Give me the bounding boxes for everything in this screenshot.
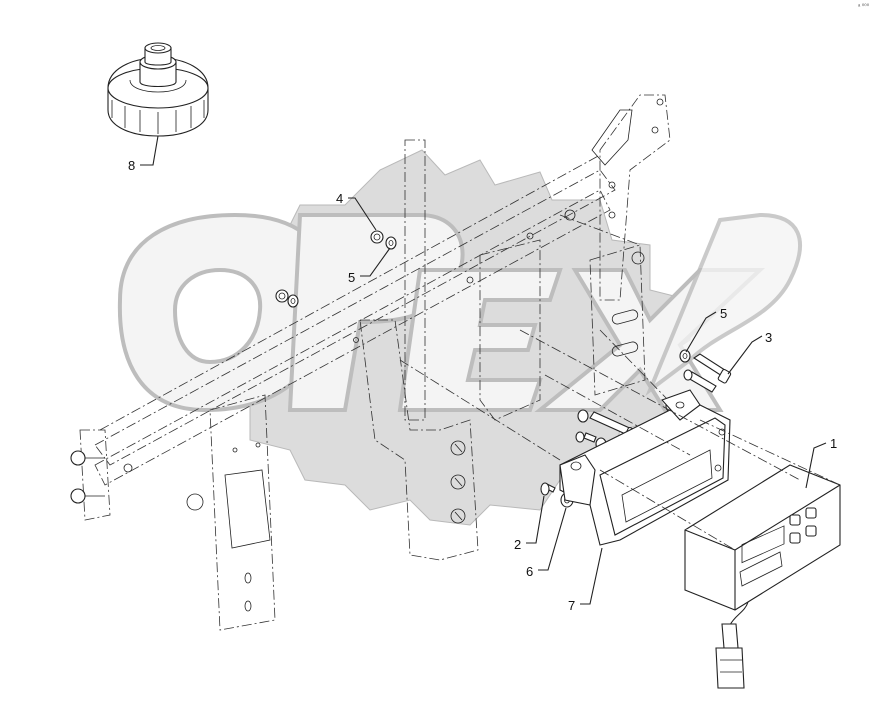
- callout-5-right: 5: [720, 306, 727, 321]
- frame-assembly: [70, 94, 671, 631]
- corner-code: ᵃ ⁰⁰⁰: [858, 3, 870, 10]
- callout-3: 3: [765, 330, 772, 345]
- callout-8: 8: [128, 158, 135, 173]
- gear-logo-watermark: [117, 149, 802, 526]
- control-display-unit-icon: [684, 464, 841, 689]
- callout-4: 4: [336, 191, 343, 206]
- leader-lines: [140, 135, 827, 605]
- callout-5-top: 5: [348, 270, 355, 285]
- callout-7: 7: [568, 598, 575, 613]
- mounting-bracket: [559, 389, 731, 546]
- filler-cap-icon: [107, 42, 209, 137]
- callout-2: 2: [514, 537, 521, 552]
- callout-1: 1: [830, 436, 837, 451]
- nut-washer-top: [275, 230, 397, 308]
- callout-6: 6: [526, 564, 533, 579]
